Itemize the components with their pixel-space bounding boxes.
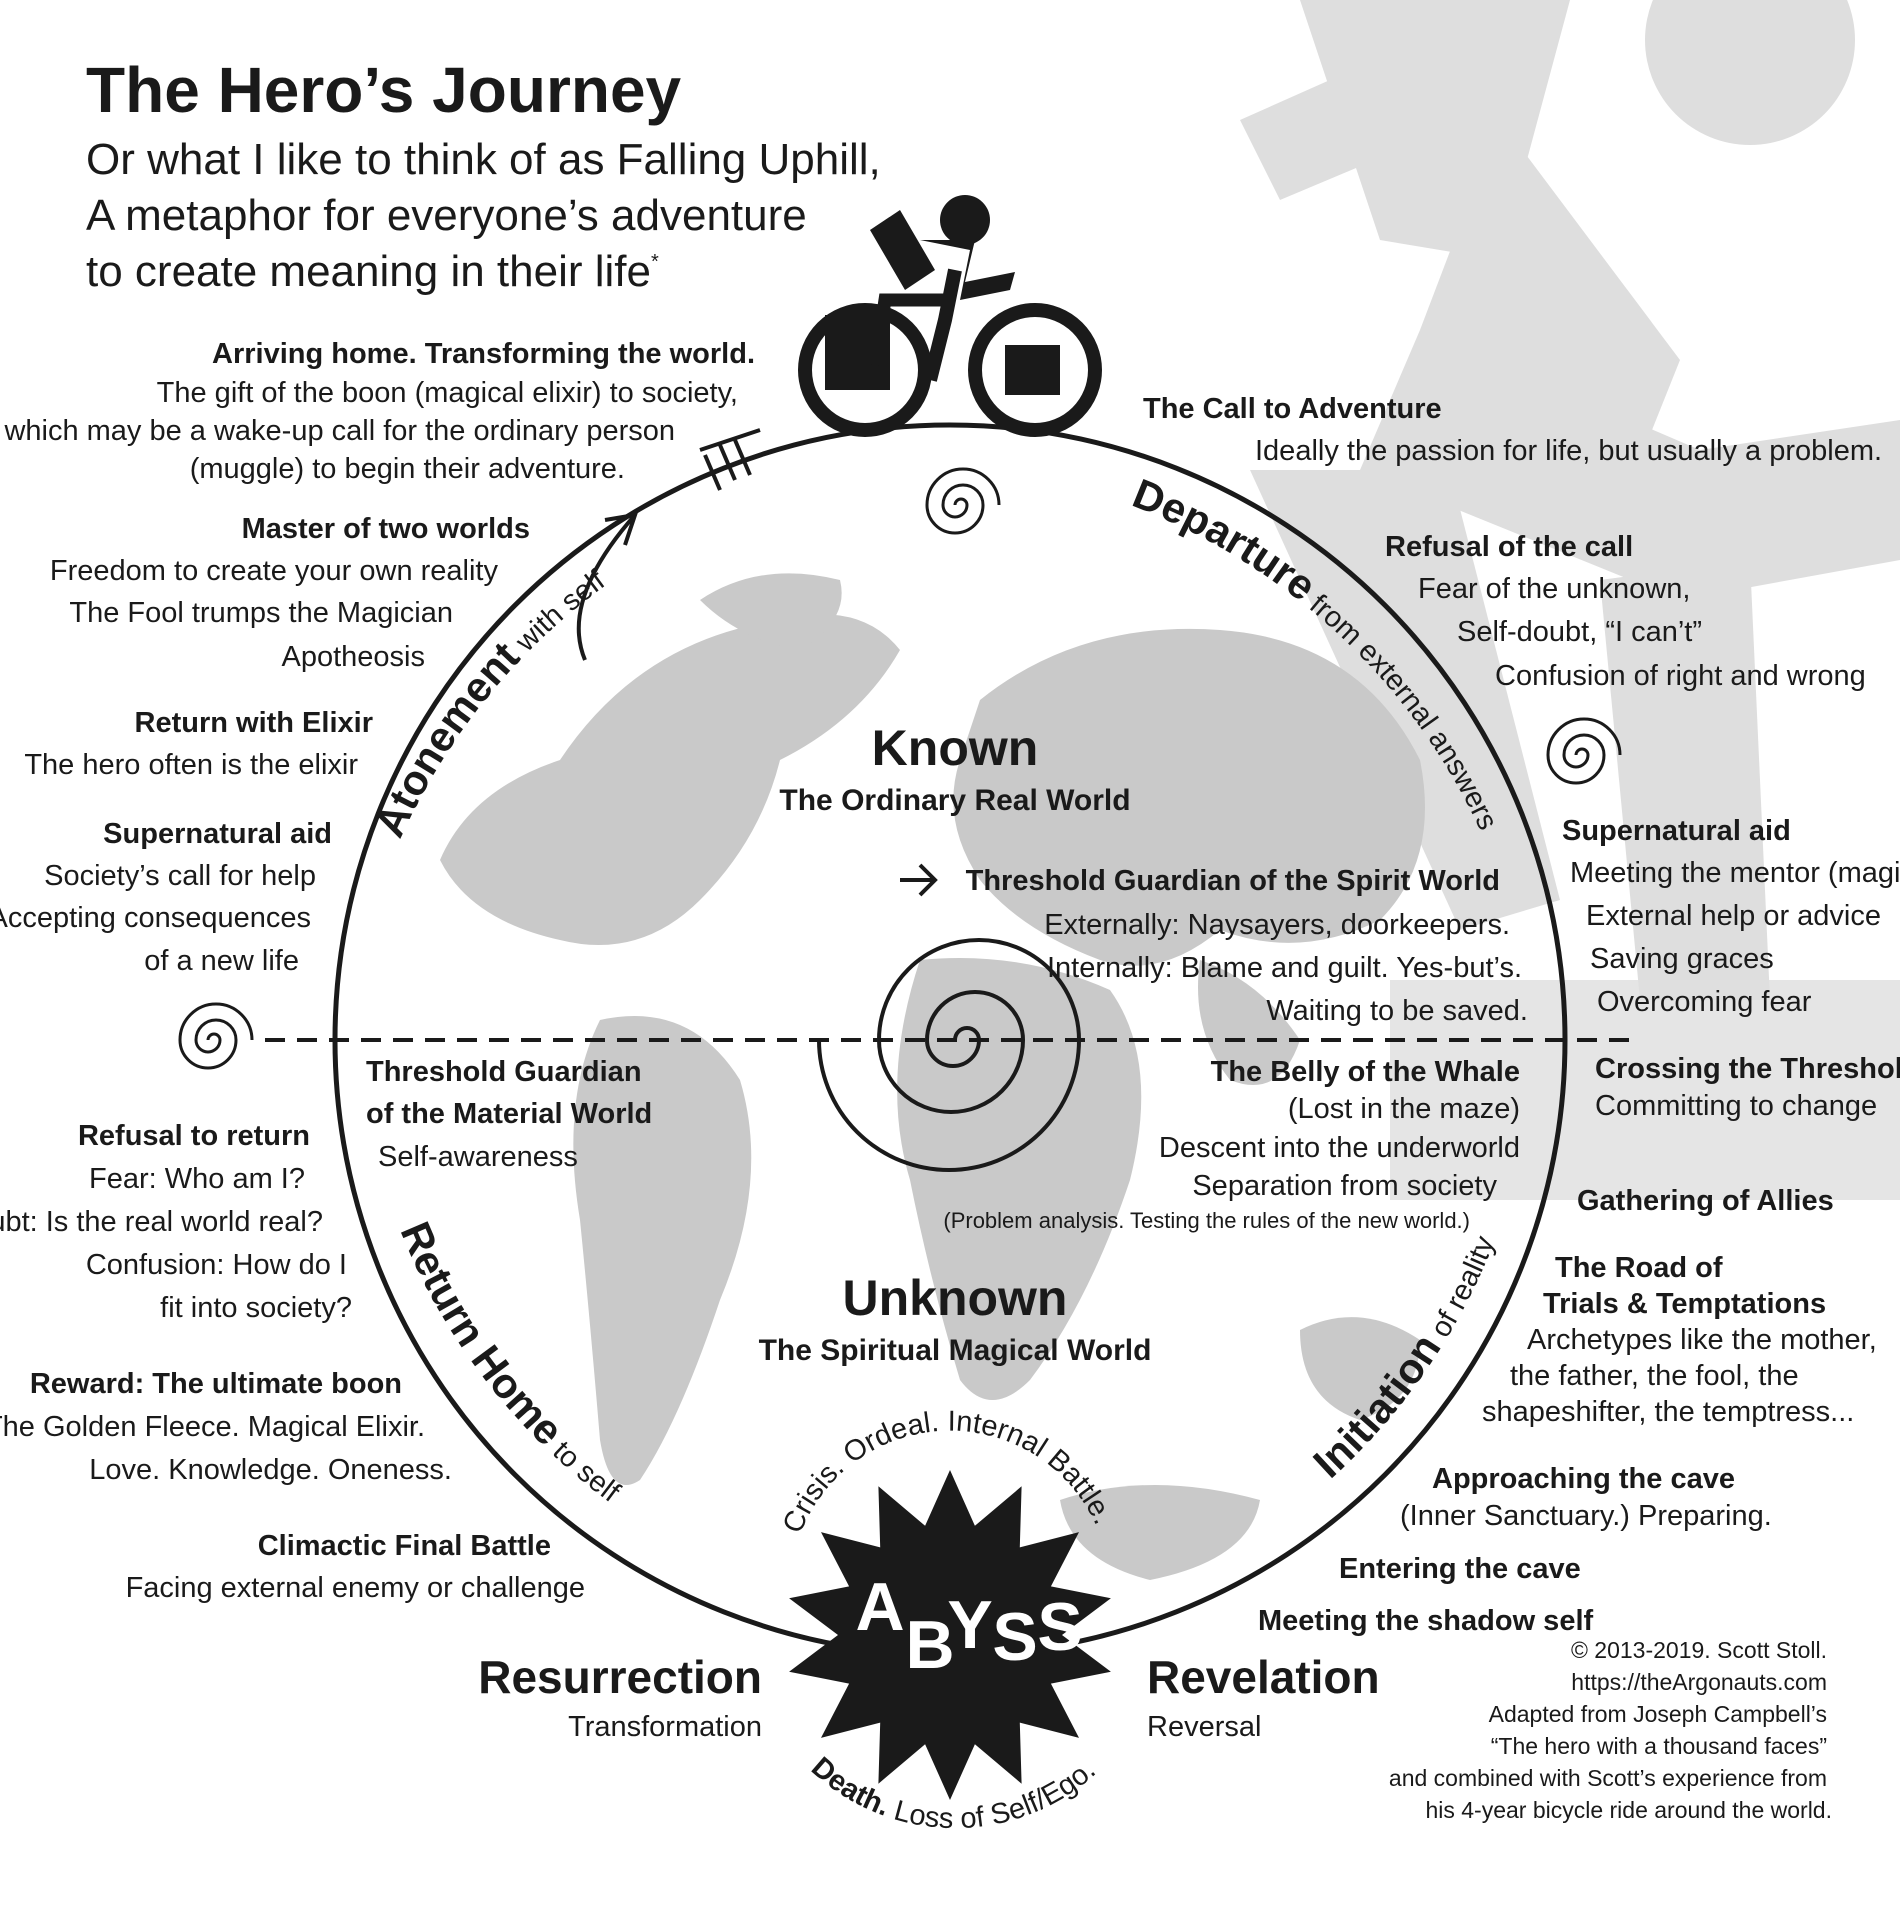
- note-supernatural-left-head: Supernatural aid: [103, 818, 332, 850]
- credit-line: Adapted from Joseph Campbell’s: [1489, 1701, 1827, 1727]
- note-refusal-return-line: Doubt: Is the real world real?: [0, 1206, 323, 1238]
- note-climactic-line: Facing external enemy or challenge: [126, 1572, 585, 1604]
- note-crossing-line: Committing to change: [1595, 1090, 1877, 1122]
- note-allies-head: Gathering of Allies: [1577, 1185, 1834, 1217]
- subtitle-line-3: to create meaning in their life*: [86, 247, 659, 296]
- resurrection-sub: Transformation: [568, 1711, 762, 1743]
- arrow-icon: [576, 428, 761, 661]
- note-refusal-call-head: Refusal of the call: [1385, 531, 1633, 563]
- credit-line: his 4-year bicycle ride around the world…: [1425, 1797, 1832, 1823]
- note-spirit-guardian-head: Threshold Guardian of the Spirit World: [966, 865, 1500, 897]
- note-belly-line: Descent into the underworld: [1159, 1132, 1520, 1164]
- subtitle-mark: *: [651, 251, 659, 273]
- note-spirit-guardian-line: Waiting to be saved.: [1266, 995, 1528, 1027]
- known-sub: The Ordinary Real World: [779, 784, 1130, 817]
- note-master-line: The Fool trumps the Magician: [69, 597, 453, 629]
- watermark-cyclist-icon: [1240, 0, 1900, 1200]
- note-supernatural-right-head: Supernatural aid: [1562, 815, 1791, 847]
- resurrection-label: Resurrection: [478, 1651, 762, 1703]
- note-belly-head: The Belly of the Whale: [1211, 1056, 1520, 1088]
- subtitle-line-3-text: to create meaning in their life: [86, 247, 651, 296]
- credit-line: © 2013-2019. Scott Stoll.: [1571, 1637, 1827, 1663]
- note-supernatural-right-line: External help or advice: [1586, 900, 1881, 932]
- note-return-elixir-line: The hero often is the elixir: [24, 749, 358, 781]
- note-refusal-call-line: Fear of the unknown,: [1418, 573, 1690, 605]
- note-meeting-shadow-head: Meeting the shadow self: [1258, 1605, 1593, 1637]
- revelation-sub: Reversal: [1147, 1711, 1261, 1743]
- note-return-elixir-head: Return with Elixir: [135, 707, 373, 739]
- note-road-line: shapeshifter, the temptress...: [1482, 1396, 1854, 1428]
- note-master-line: Freedom to create your own reality: [50, 555, 499, 587]
- arc-atonement-sub: with self: [509, 564, 612, 659]
- credit-line: and combined with Scott’s experience fro…: [1389, 1765, 1827, 1791]
- unknown-sub: The Spiritual Magical World: [759, 1334, 1152, 1367]
- note-road-head: Trials & Temptations: [1543, 1288, 1826, 1320]
- note-material-guardian-line: Self-awareness: [378, 1141, 578, 1173]
- note-spirit-guardian-line: Internally: Blame and guilt. Yes-but’s.: [1047, 952, 1522, 984]
- note-material-guardian-head: of the Material World: [366, 1098, 652, 1130]
- note-refusal-call-line: Confusion of right and wrong: [1495, 660, 1866, 692]
- note-belly-small: (Problem analysis. Testing the rules of …: [943, 1208, 1470, 1233]
- spiral-icon: [817, 863, 1082, 1172]
- note-crossing-head: Crossing the Threshold: [1595, 1053, 1900, 1085]
- note-entering-head: Entering the cave: [1339, 1553, 1581, 1585]
- note-road-line: the father, the fool, the: [1510, 1360, 1799, 1392]
- note-supernatural-right-line: Overcoming fear: [1597, 986, 1812, 1018]
- note-refusal-call-line: Self-doubt, “I can’t”: [1457, 616, 1702, 648]
- note-reward-line: The Golden Fleece. Magical Elixir.: [0, 1411, 425, 1443]
- note-arriving-head: Arriving home. Transforming the world.: [212, 338, 755, 370]
- note-refusal-return-line: fit into society?: [160, 1292, 352, 1324]
- note-supernatural-left-line: Accepting consequences: [0, 902, 311, 934]
- cyclist-icon: [798, 195, 1102, 437]
- note-belly-line: Separation from society: [1192, 1170, 1497, 1202]
- note-supernatural-left-line: Society’s call for help: [44, 860, 316, 892]
- note-approaching-line: (Inner Sanctuary.) Preparing.: [1400, 1500, 1772, 1532]
- note-arriving-line: which may be a wake-up call for the ordi…: [3, 415, 675, 447]
- revelation-label: Revelation: [1147, 1651, 1380, 1703]
- page-title: The Hero’s Journey: [86, 54, 682, 126]
- note-master-line: Apotheosis: [282, 641, 426, 673]
- note-approaching-head: Approaching the cave: [1432, 1463, 1735, 1495]
- credit-line: https://theArgonauts.com: [1571, 1669, 1827, 1695]
- arc-death-sub: Loss of Self/Ego.: [891, 1754, 1102, 1835]
- note-supernatural-left-line: of a new life: [144, 945, 299, 977]
- note-call-head: The Call to Adventure: [1143, 393, 1442, 425]
- note-reward-line: Love. Knowledge. Oneness.: [89, 1454, 452, 1486]
- abyss-letter: Y: [947, 1587, 992, 1663]
- note-arriving-line: (muggle) to begin their adventure.: [190, 453, 625, 485]
- note-arriving-line: The gift of the boon (magical elixir) to…: [157, 377, 738, 409]
- note-master-head: Master of two worlds: [242, 513, 530, 545]
- credit-line: “The hero with a thousand faces”: [1491, 1733, 1827, 1759]
- note-supernatural-right-line: Saving graces: [1590, 943, 1774, 975]
- known-label: Known: [872, 720, 1039, 776]
- note-road-head: The Road of: [1555, 1252, 1723, 1284]
- note-material-guardian-head: Threshold Guardian: [366, 1056, 642, 1088]
- abyss-letter: A: [855, 1569, 904, 1645]
- subtitle-line-1: Or what I like to think of as Falling Up…: [86, 135, 881, 184]
- note-belly-line: (Lost in the maze): [1288, 1093, 1520, 1125]
- note-supernatural-right-line: Meeting the mentor (magician): [1570, 857, 1900, 889]
- note-reward-head: Reward: The ultimate boon: [30, 1368, 402, 1400]
- abyss-letter: S: [992, 1599, 1037, 1675]
- abyss-star: [789, 1470, 1111, 1800]
- globe-map: [440, 573, 1425, 1580]
- note-road-line: Archetypes like the mother,: [1527, 1324, 1877, 1356]
- note-refusal-return-head: Refusal to return: [78, 1120, 310, 1152]
- unknown-label: Unknown: [843, 1270, 1068, 1326]
- note-spirit-guardian-line: Externally: Naysayers, doorkeepers.: [1044, 909, 1510, 941]
- note-refusal-return-line: Confusion: How do I: [86, 1249, 347, 1281]
- note-refusal-return-line: Fear: Who am I?: [89, 1163, 305, 1195]
- note-climactic-head: Climactic Final Battle: [258, 1530, 551, 1562]
- arc-initiation-sub: of reality: [1425, 1231, 1502, 1343]
- spiral-icon: [178, 467, 1622, 1070]
- note-call-line: Ideally the passion for life, but usuall…: [1255, 435, 1882, 467]
- abyss-letter: S: [1037, 1589, 1082, 1665]
- subtitle-line-2: A metaphor for everyone’s adventure: [86, 191, 807, 240]
- abyss-letter: B: [905, 1607, 954, 1683]
